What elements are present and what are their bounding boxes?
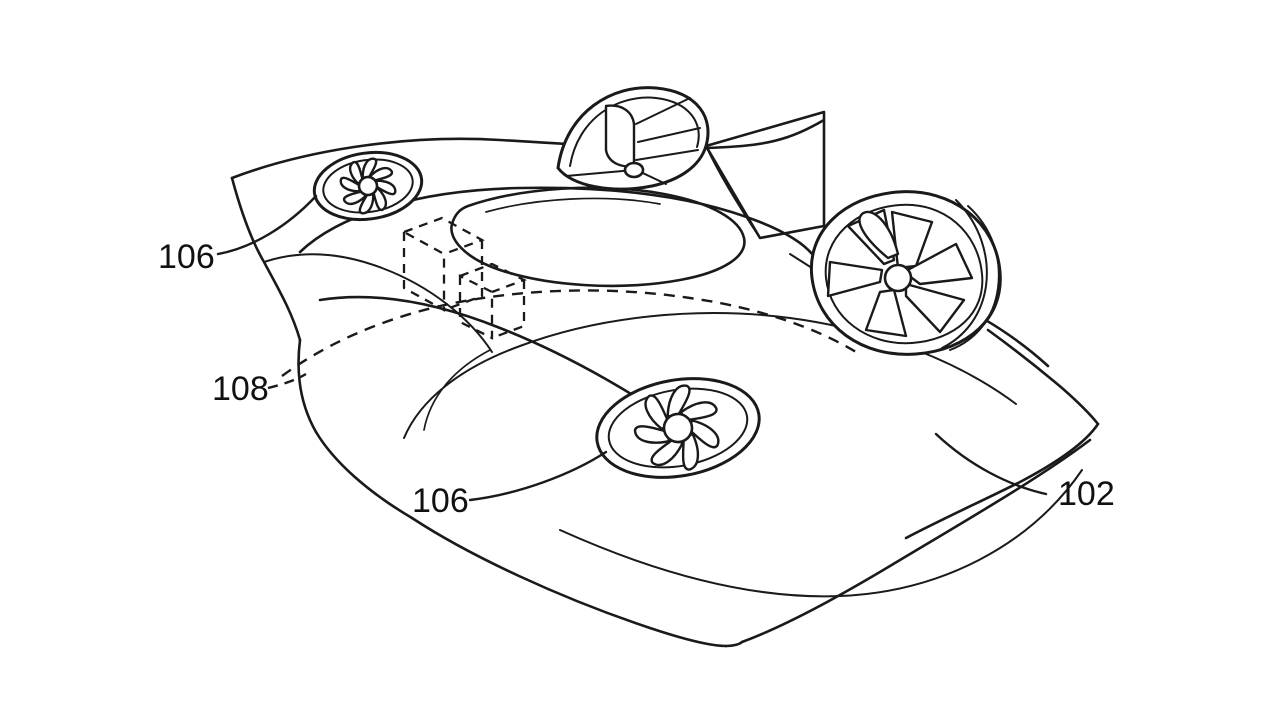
payload-cube-b-top [459, 262, 527, 294]
rotor-top-center-blade-1 [604, 104, 636, 168]
payload-cube-a-side [443, 240, 484, 312]
ref-label-108: 108 [212, 370, 269, 408]
rotor-right-large [789, 190, 1002, 356]
rotor-right-duct-depth-1 [949, 205, 1000, 351]
ref-label-102: 102 [1058, 475, 1115, 513]
rotor-top-center-blade-4 [635, 149, 699, 161]
rotor-top-center-duct-inner [569, 96, 700, 167]
leader-102 [934, 432, 1048, 496]
underbody-sweep-line [559, 469, 1083, 598]
rotor-lower-center [595, 377, 761, 479]
rotor-right-blades [826, 208, 974, 338]
payload-cube-a-top [403, 216, 485, 256]
left-wing-trailing-edge [297, 338, 414, 520]
reference-numeral-labels: 106 108 106 102 [158, 238, 1115, 520]
rotor-lower-blades [633, 384, 720, 471]
rotor-top-center [556, 86, 710, 191]
rotor-top-center-blade-3 [637, 127, 701, 143]
rotor-upper-left-duct-inner [322, 158, 414, 214]
leader-108 [267, 372, 307, 390]
leader-106-upper-left [216, 194, 318, 256]
vertical-tail-fin [704, 110, 826, 240]
right-wing-trailing-edge [740, 438, 1092, 644]
rotor-right-duct-depth-2 [941, 199, 988, 349]
canopy-highlight [485, 197, 661, 213]
ref-label-106-lower: 106 [412, 482, 469, 520]
rotor-lower-hub [662, 412, 694, 444]
rotor-upper-left-hub [357, 175, 379, 197]
ref-label-106-upper-left: 106 [158, 238, 215, 276]
rotor-top-center-blade-6 [565, 169, 635, 177]
hull-crease-short [423, 349, 491, 431]
leader-106-lower [468, 450, 608, 502]
payload-cubes-hidden [402, 216, 527, 340]
rotor-top-center-blade-2 [635, 97, 691, 125]
payload-cube-b-side [491, 280, 526, 340]
leader-lines [216, 194, 1048, 502]
right-wingtip-upper-facet [986, 328, 1100, 426]
right-wingtip-lower-facet [904, 422, 1100, 540]
rotor-upper-left-blades [339, 157, 397, 215]
rotor-upper-left [312, 150, 424, 222]
internal-hidden-contour [281, 289, 857, 377]
tail-fin-outline [704, 110, 826, 240]
rotor-top-center-hub [623, 161, 645, 179]
rotor-right-pylon [789, 253, 813, 269]
left-wing-root-crease [263, 253, 493, 353]
payload-bay-hidden-outline [281, 289, 857, 377]
rear-notch-point [724, 640, 744, 648]
rotor-right-hub [883, 263, 913, 293]
rear-notch-left-edge [410, 516, 728, 648]
tail-fin-root [705, 145, 761, 239]
